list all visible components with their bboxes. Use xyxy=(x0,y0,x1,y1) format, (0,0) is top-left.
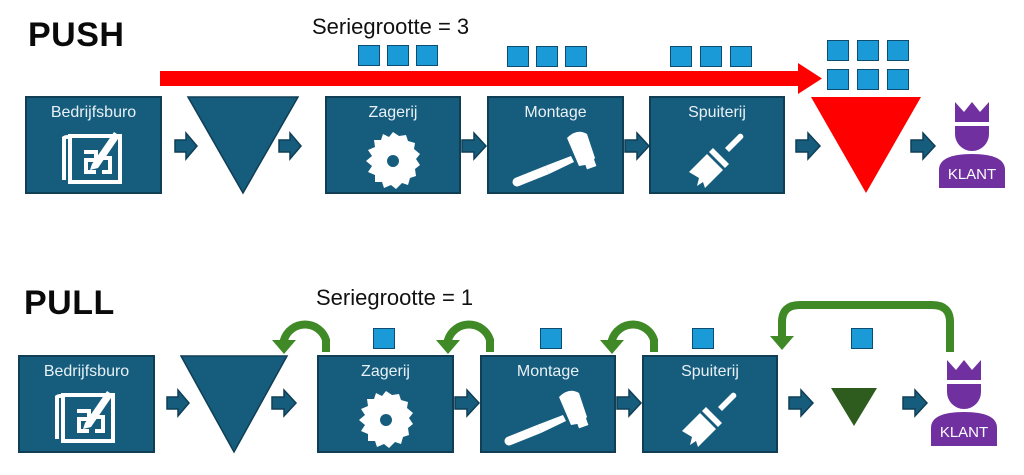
push-customer: KLANT xyxy=(937,100,1007,188)
push-buffer-inventory xyxy=(186,96,300,195)
push-station-montage: Montage xyxy=(487,96,624,194)
station-label: Montage xyxy=(516,363,580,380)
customer-label: KLANT xyxy=(939,424,989,441)
push-station-spuiterij: Spuiterij xyxy=(649,96,785,194)
pull-signal-arrow-3 xyxy=(600,320,658,354)
flow-arrow xyxy=(166,387,190,419)
wip-item-final xyxy=(851,328,873,349)
flow-arrow xyxy=(174,130,198,162)
wip-item xyxy=(887,69,909,90)
wip-item xyxy=(507,46,529,67)
flow-arrow xyxy=(461,131,488,161)
wip-item xyxy=(565,46,587,67)
station-label: Bedrijfsburo xyxy=(50,104,137,121)
wip-item xyxy=(857,40,879,61)
push-series-size-label: Seriegrootte = 3 xyxy=(312,14,470,39)
saw-blade-icon xyxy=(366,132,420,189)
hammer-icon xyxy=(504,390,589,446)
customer-label: KLANT xyxy=(947,166,997,183)
customer-king-icon xyxy=(931,360,997,446)
pull-signal-arrow-1 xyxy=(272,320,330,354)
pull-station-bedrijfsburo: Bedrijfsburo xyxy=(18,355,155,453)
push-heading: PUSH xyxy=(28,16,125,54)
wip-batch-zagerij xyxy=(358,45,438,66)
flow-arrow xyxy=(624,131,651,161)
hammer-icon xyxy=(512,131,596,187)
pull-signal-arrow-2 xyxy=(436,320,494,354)
station-label: Montage xyxy=(524,104,587,121)
wip-item xyxy=(358,45,380,66)
saw-blade-icon xyxy=(358,391,413,448)
push-station-bedrijfsburo: Bedrijfsburo xyxy=(25,96,162,194)
station-label: Spuiterij xyxy=(681,363,739,380)
wip-item-spuiterij xyxy=(692,328,714,349)
wip-item xyxy=(670,46,692,67)
wip-item xyxy=(416,45,438,66)
pull-heading: PULL xyxy=(24,284,115,322)
push-flow-arrow xyxy=(160,63,822,94)
station-label: Zagerij xyxy=(361,363,410,380)
wip-item xyxy=(827,40,849,61)
customer-king-icon xyxy=(939,102,1005,188)
wip-item xyxy=(887,40,909,61)
push-final-inventory-red xyxy=(811,97,921,193)
wip-final-stock xyxy=(827,40,909,90)
station-label: Spuiterij xyxy=(688,104,746,121)
station-label: Bedrijfsburo xyxy=(43,363,130,380)
flow-arrow xyxy=(616,388,643,418)
pull-station-montage: Montage xyxy=(480,355,616,453)
wip-item-zagerij xyxy=(373,328,395,349)
wip-batch-montage xyxy=(507,46,587,67)
blueprint-icon xyxy=(54,391,115,443)
paintbrush-icon xyxy=(682,392,737,447)
wip-batch-spuiterij xyxy=(670,46,752,67)
flow-arrow xyxy=(271,388,298,418)
station-label: Zagerij xyxy=(368,104,418,121)
wip-item xyxy=(857,69,879,90)
wip-item xyxy=(730,46,752,67)
wip-item xyxy=(387,45,409,66)
flow-arrow xyxy=(795,131,822,161)
wip-item xyxy=(536,46,558,67)
pull-signal-arrow-customer xyxy=(770,301,954,352)
pull-series-size-label: Seriegrootte = 1 xyxy=(316,285,474,310)
pull-customer: KLANT xyxy=(929,358,999,446)
wip-item xyxy=(827,69,849,90)
pull-buffer-inventory xyxy=(179,355,289,454)
wip-item xyxy=(700,46,722,67)
pull-station-spuiterij: Spuiterij xyxy=(642,355,778,453)
flow-arrow xyxy=(278,130,302,162)
flow-arrow xyxy=(454,388,481,418)
wip-item-montage xyxy=(540,328,562,349)
paintbrush-icon xyxy=(689,133,744,188)
push-station-zagerij: Zagerij xyxy=(325,96,461,194)
pull-station-zagerij: Zagerij xyxy=(317,355,454,453)
pull-small-inventory-green xyxy=(831,388,877,426)
flow-arrow xyxy=(902,388,929,418)
flow-arrow xyxy=(910,131,937,161)
flow-arrow xyxy=(788,388,815,418)
blueprint-icon xyxy=(61,132,122,184)
